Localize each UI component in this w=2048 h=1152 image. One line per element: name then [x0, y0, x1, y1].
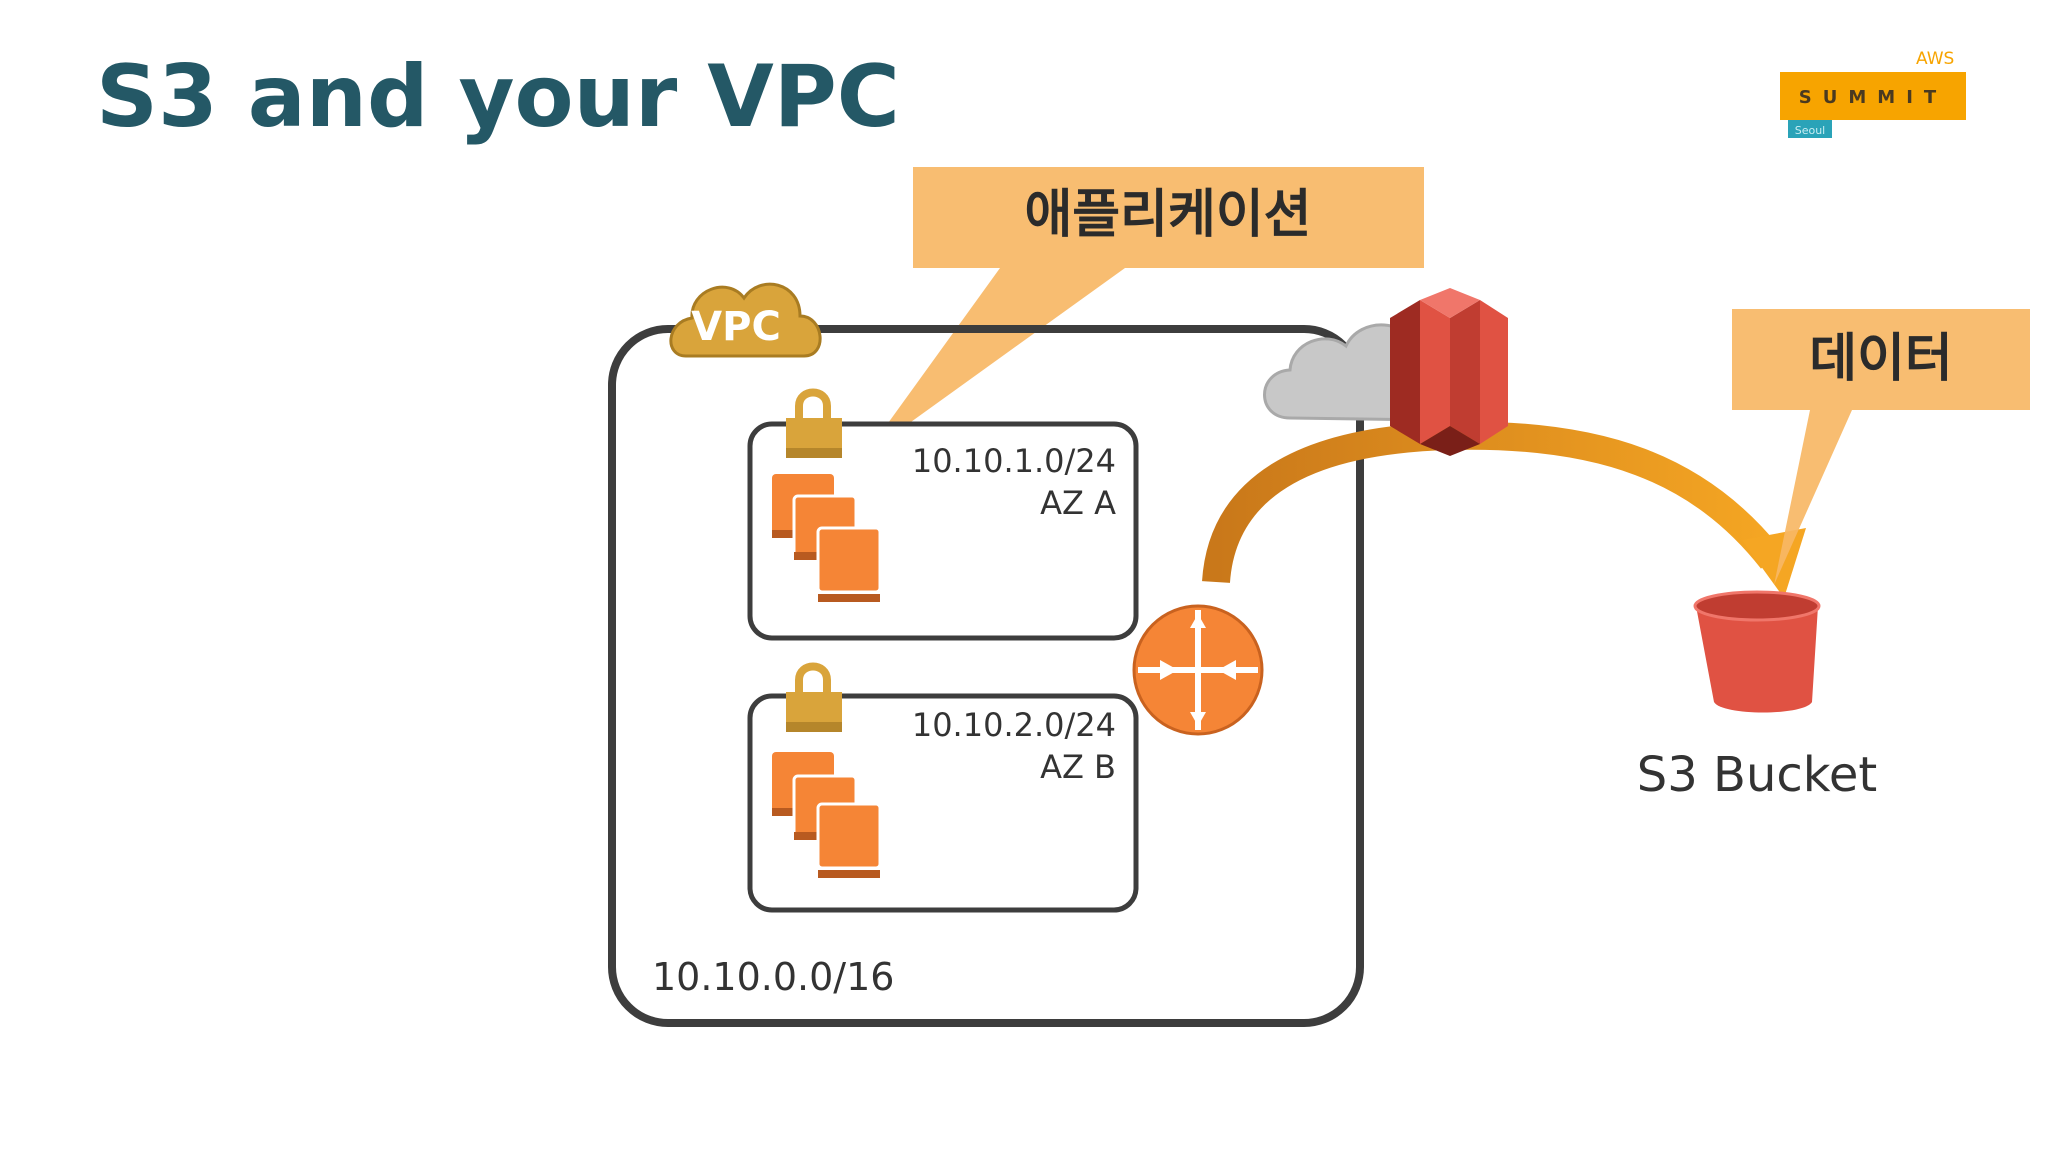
- s3-bucket-label: S3 Bucket: [1637, 747, 1877, 803]
- data-callout-bubble: [1732, 309, 2030, 585]
- logo-name: SUMMIT: [1799, 87, 1947, 108]
- subnet-b-az: AZ B: [1040, 748, 1116, 786]
- lock-icon: [786, 662, 842, 732]
- application-callout-text: 애플리케이션: [1024, 185, 1311, 245]
- subnet-b-cidr: 10.10.2.0/24: [912, 706, 1116, 744]
- logo-city-tag: [1788, 120, 1832, 138]
- application-callout: 애플리케이션: [865, 167, 1424, 455]
- subnet-a-az: AZ A: [1040, 484, 1116, 522]
- router-icon: [1132, 604, 1264, 736]
- data-flow-arrowhead: [1742, 528, 1806, 598]
- data-callout-text: 데이터: [1809, 329, 1953, 389]
- logo-banner: [1780, 72, 1966, 120]
- s3-bucket-icon: [1693, 590, 1821, 713]
- vpc-boundary: [608, 325, 1364, 1027]
- subnet-b: 10.10.2.0/24 AZ B: [747, 662, 1139, 913]
- s3-service-icon: [1390, 288, 1508, 456]
- data-flow-arrow: [1202, 421, 1784, 584]
- data-callout: 데이터: [1732, 309, 2030, 585]
- ec2-instances-icon: [772, 752, 882, 878]
- subnet-a: 10.10.1.0/24 AZ A: [747, 388, 1139, 641]
- page-title: S3 and your VPC: [96, 47, 900, 147]
- application-callout-bubble: [865, 167, 1424, 455]
- vpc-cidr: 10.10.0.0/16: [652, 955, 894, 999]
- logo-brand: AWS: [1916, 49, 1954, 69]
- ec2-instances-icon: [772, 474, 882, 602]
- vpc-badge-label: VPC: [691, 304, 781, 350]
- vpc-cloud-icon: VPC: [669, 282, 822, 358]
- aws-summit-logo: AWS SUMMIT Seoul: [1780, 49, 1966, 138]
- lock-icon: [786, 388, 842, 458]
- subnet-a-cidr: 10.10.1.0/24: [912, 442, 1116, 480]
- logo-city: Seoul: [1795, 124, 1826, 137]
